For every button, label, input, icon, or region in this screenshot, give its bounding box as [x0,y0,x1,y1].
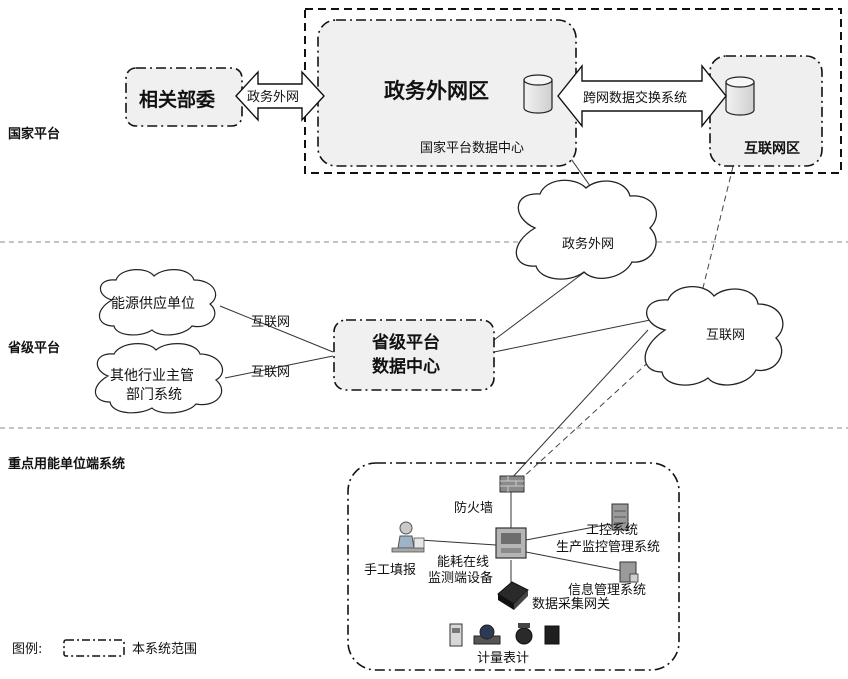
water-meter-icon [515,623,533,645]
national-data-center-label: 国家平台数据中心 [420,140,524,156]
other-dept-line1: 其他行业主管 [110,368,194,384]
link-monitor-ics [525,523,611,541]
meters-label: 计量表计 [477,651,529,666]
manual-entry-icon [391,521,425,553]
energy-supplier-label: 能源供应单位 [111,295,195,312]
exchange-double-arrow [557,64,727,128]
legend-label: 图例: [12,642,42,657]
server-icon [619,561,639,583]
ministries-box [125,67,243,127]
internet-zone-title: 互联网区 [744,141,800,157]
monitor-line2: 监测端设备 [428,570,493,586]
gov-extranet-zone-title: 政务外网区 [384,79,489,103]
ics-line2: 生产监控管理系统 [556,540,660,555]
meter-icon [449,623,463,647]
gov-extranet-cloud-label: 政务外网 [562,236,614,252]
info-mgmt-label: 信息管理系统 [568,582,646,598]
provincial-center-line1: 省级平台 [371,332,440,353]
gov-net-double-arrow [235,70,325,122]
ministries-title: 相关部委 [139,88,215,111]
link-monitor-manual [419,539,497,546]
meter-box-icon [544,625,560,645]
link-otherdept-province [224,355,334,379]
provincial-center-line2: 数据中心 [372,356,440,377]
gov-net-link-label: 政务外网 [247,89,299,105]
database-icon [725,76,755,116]
ics-line1: 工控系统 [586,523,638,538]
link-monitor-info [525,551,629,573]
internet-cloud-label: 互联网 [706,328,745,343]
enterprise-scope-boundary [347,462,680,671]
tier-label-enterprise: 重点用能单位端系统 [8,456,125,472]
provincial-data-center [333,319,495,391]
other-dept-line2: 部门系统 [126,387,182,403]
link-supplier-province [219,305,334,353]
link-internet-label-2: 互联网 [251,365,290,380]
internet-cloud [644,285,784,386]
link-internet-label-1: 互联网 [251,315,290,330]
gov-extranet-cloud [515,179,658,280]
link-govcloud-province [493,267,591,341]
legend-scope-label: 本系统范围 [132,642,197,657]
link-province-internet [493,317,661,353]
tier-label-provincial: 省级平台 [7,340,60,356]
energy-supplier-cloud [98,269,217,336]
database-icon [523,74,553,114]
link-internet-firewall [509,329,649,481]
monitor-device-icon [495,527,527,559]
flow-meter-icon [473,624,501,645]
firewall-label: 防火墙 [454,500,493,516]
firewall-icon [499,475,525,493]
exchange-system-label: 跨网数据交换系统 [583,90,687,106]
server-cabinet-icon [611,503,629,531]
other-dept-cloud [94,343,223,414]
tier-label-national: 国家平台 [8,126,60,142]
gateway-label: 数据采集网关 [532,596,610,612]
manual-entry-label: 手工填报 [364,563,416,578]
monitor-line1: 能耗在线 [437,555,489,570]
gateway-icon [497,581,529,610]
legend-scope-swatch [63,639,125,657]
